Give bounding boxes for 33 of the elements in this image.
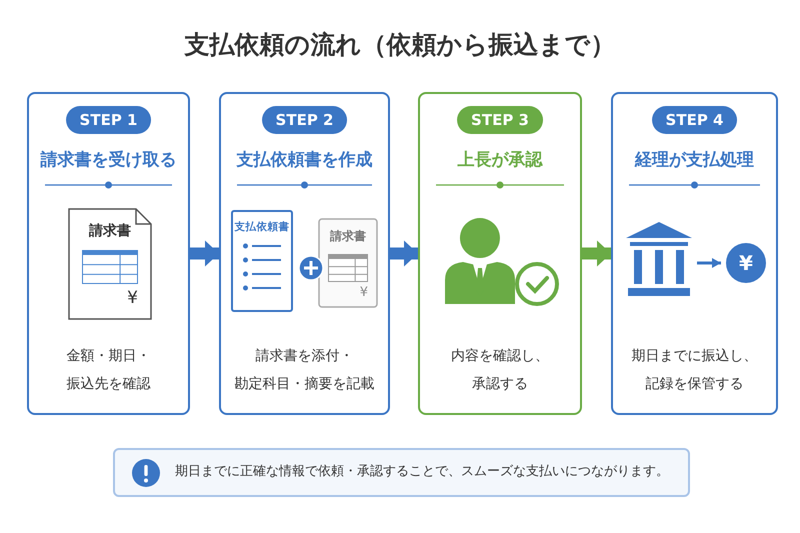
arrow	[190, 240, 219, 266]
note-text: 期日までに正確な情報で依頼・承認することで、スムーズな支払いにつながります。	[175, 463, 669, 480]
step-title: 上長が承認	[456, 149, 544, 171]
invoice-document	[68, 208, 152, 320]
request-document	[231, 210, 293, 312]
document-title: 支払依頼書	[234, 220, 290, 234]
invoice-document	[318, 218, 378, 308]
step-description: 金額・期日・振込先を確認	[66, 347, 152, 394]
diagram-title: 支払依頼の流れ（依頼から振込まで）	[183, 29, 616, 61]
arrow	[582, 240, 611, 266]
step-card	[611, 92, 778, 415]
step-description: 期日までに振込し、記録を保管する	[630, 347, 758, 394]
step-description: 内容を確認し、承認する	[450, 347, 550, 394]
document-title: 請求書	[88, 222, 132, 240]
step-card	[418, 92, 582, 415]
step-card	[27, 92, 190, 415]
document-title: 請求書	[328, 228, 367, 245]
arrow	[390, 240, 418, 266]
bank-building-icon	[626, 222, 692, 296]
step-title: 請求書を受け取る	[39, 149, 178, 171]
step-title: 支払依頼書を作成	[236, 149, 374, 171]
step-badge: STEP 4	[652, 106, 738, 134]
step-badge: STEP 2	[262, 106, 348, 134]
step-description: 請求書を添付・勘定科目・摘要を記載	[234, 347, 376, 394]
yen-sign: ¥	[360, 285, 368, 300]
yen-sign: ¥	[127, 288, 138, 308]
arrow	[697, 258, 721, 268]
step-card	[219, 92, 390, 415]
note-panel	[113, 448, 690, 497]
step-title: 経理が支払処理	[634, 149, 755, 171]
step-badge: STEP 1	[66, 106, 152, 134]
step-badge: STEP 3	[457, 106, 543, 134]
yen-circle: ¥	[726, 243, 766, 283]
